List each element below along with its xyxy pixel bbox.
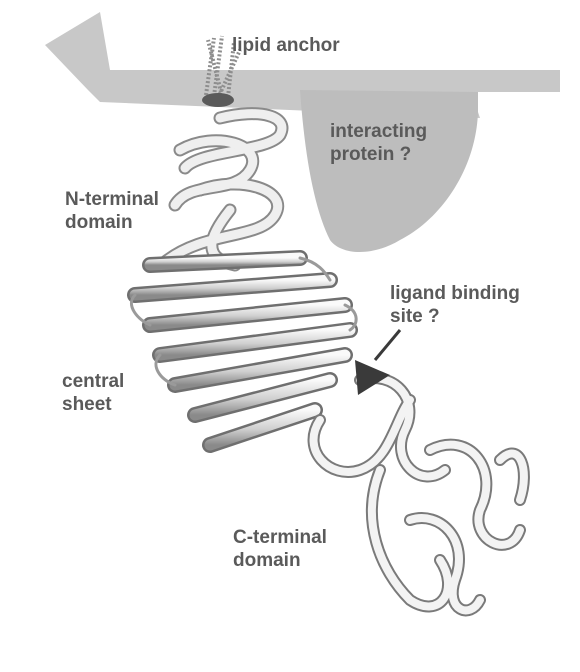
label-n-terminal-line-1: N-terminal xyxy=(65,188,159,211)
label-central-sheet-line-1: central xyxy=(62,370,124,393)
c-terminal-ribbons xyxy=(314,378,524,610)
interacting-protein-shape xyxy=(300,90,478,252)
ligand-pointer-line xyxy=(375,330,400,360)
label-lipid-anchor: lipid anchor xyxy=(232,34,340,57)
label-lipid-anchor-line: lipid anchor xyxy=(232,34,340,57)
label-c-terminal-line-1: C-terminal xyxy=(233,526,327,549)
label-ligand-binding-line-1: ligand binding xyxy=(390,282,520,305)
label-c-terminal-line-2: domain xyxy=(233,549,327,572)
label-n-terminal-line-2: domain xyxy=(65,211,159,234)
lipid-anchor-head xyxy=(202,93,234,107)
n-terminal-ribbons xyxy=(165,114,282,265)
label-interacting-protein: interacting protein ? xyxy=(330,120,427,166)
label-interacting-protein-line-1: interacting xyxy=(330,120,427,143)
label-c-terminal-domain: C-terminal domain xyxy=(233,526,327,572)
label-central-sheet-line-2: sheet xyxy=(62,393,124,416)
label-central-sheet: central sheet xyxy=(62,370,124,416)
label-ligand-binding-line-2: site ? xyxy=(390,305,520,328)
ligand-pointer-arrowhead xyxy=(355,360,390,395)
label-n-terminal-domain: N-terminal domain xyxy=(65,188,159,234)
label-interacting-protein-line-2: protein ? xyxy=(330,143,427,166)
label-ligand-binding-site: ligand binding site ? xyxy=(390,282,520,328)
